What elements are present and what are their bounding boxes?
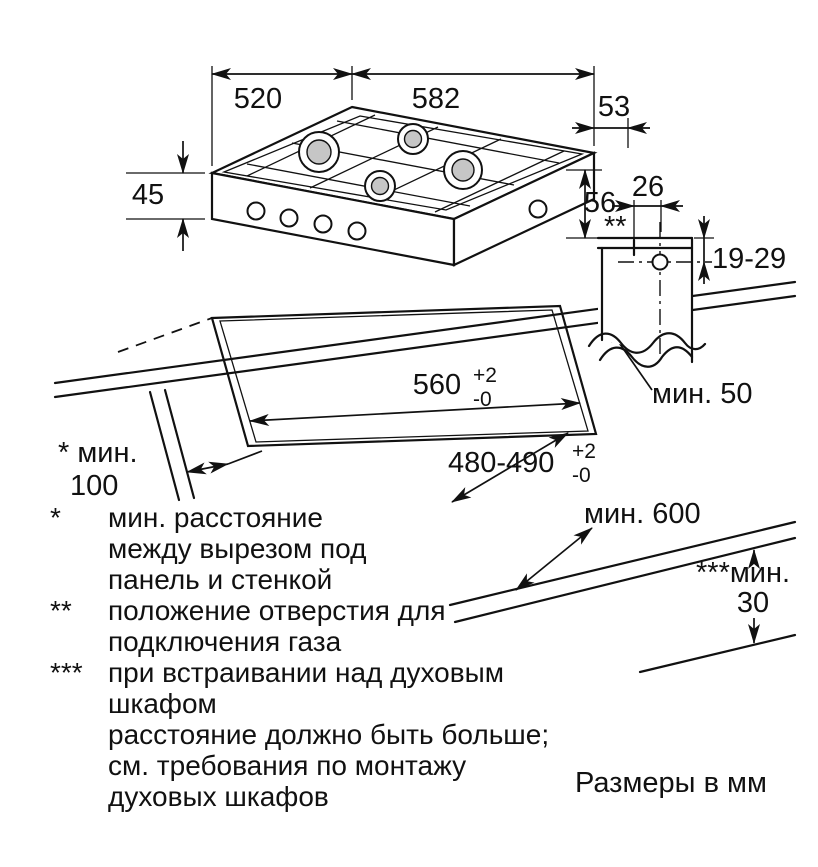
hob-dimensions <box>126 66 650 251</box>
dim-label-560-sub: -0 <box>473 388 492 411</box>
knob <box>313 214 333 234</box>
oven-top-line <box>638 633 797 674</box>
footnote-1: * мин. расстояние между вырезом под пане… <box>50 502 610 595</box>
dim-label-56: 56 <box>584 187 616 219</box>
dim-label-19-29: 19-29 <box>712 243 786 275</box>
break-line <box>587 332 707 354</box>
dim-label-520: 520 <box>234 83 282 115</box>
footnote-line: духовых шкафов <box>108 781 329 812</box>
footnote-2-marker: ** <box>50 595 72 626</box>
knob <box>347 221 367 241</box>
worktop-cutout <box>210 304 598 503</box>
break-line <box>598 346 694 368</box>
footnote-3: *** при встраивании над духовым шкафом р… <box>50 657 610 812</box>
dim-label-582: 582 <box>412 83 460 115</box>
dim-label-min30-line1: ***мин. <box>696 557 790 589</box>
units-note: Размеры в мм <box>575 767 767 799</box>
footnote-2: ** положение отверстия для подключения г… <box>50 595 610 657</box>
knob <box>279 208 299 228</box>
footnote-line: между вырезом под <box>108 533 367 564</box>
dim-label-45: 45 <box>132 179 164 211</box>
dim-label-min50: мин. 50 <box>652 378 753 410</box>
footnote-3-marker: *** <box>50 657 83 688</box>
gas-hole <box>651 253 669 271</box>
hob-right-face <box>452 151 596 267</box>
dim-label-min600: мин. 600 <box>584 498 701 530</box>
hob-drawing <box>208 105 598 267</box>
footnote-line: мин. расстояние <box>108 502 323 533</box>
dimension-labels: 520 582 53 45 56 ** 26 19-29 мин. 50 560… <box>58 83 790 799</box>
footnote-1-marker: * <box>50 502 61 533</box>
worktop-front-edge <box>448 520 797 674</box>
dim-label-min100-line1: * мин. <box>58 437 138 469</box>
worktop-left-edge <box>148 388 263 502</box>
footnote-line: положение отверстия для <box>108 595 446 626</box>
gas-marker-label: ** <box>604 211 627 243</box>
dim-label-480-sup: +2 <box>572 440 596 463</box>
dim-label-560-sup: +2 <box>473 364 497 387</box>
min600-arrow <box>515 527 593 591</box>
dim-label-480-sub: -0 <box>572 464 591 487</box>
projection-dashed-line <box>117 317 213 353</box>
footnotes: * мин. расстояние между вырезом под пане… <box>50 502 610 812</box>
dim-label-560: 560 <box>413 369 461 401</box>
cutout-depth-arrow <box>451 432 569 503</box>
dim-label-53: 53 <box>598 91 630 123</box>
dim-label-min30-line2: 30 <box>737 587 769 619</box>
cutout-width-arrow <box>249 398 581 426</box>
gas-stub <box>528 199 548 219</box>
footnote-line: подключения газа <box>108 626 342 657</box>
dim-label-min100-line2: 100 <box>70 470 118 502</box>
dim-label-26: 26 <box>632 171 664 203</box>
knob <box>246 201 266 221</box>
footnote-line: панель и стенкой <box>108 564 333 595</box>
gas-connection-detail <box>587 200 714 368</box>
dim-label-480-490: 480-490 <box>448 447 554 479</box>
control-knobs <box>246 199 548 241</box>
min100-arrow <box>186 461 229 475</box>
footnote-line: см. требования по монтажу <box>108 750 467 781</box>
footnote-line: при встраивании над духовым шкафом <box>108 657 504 719</box>
burners <box>298 123 483 202</box>
footnote-line: расстояние должно быть больше; <box>108 719 550 750</box>
